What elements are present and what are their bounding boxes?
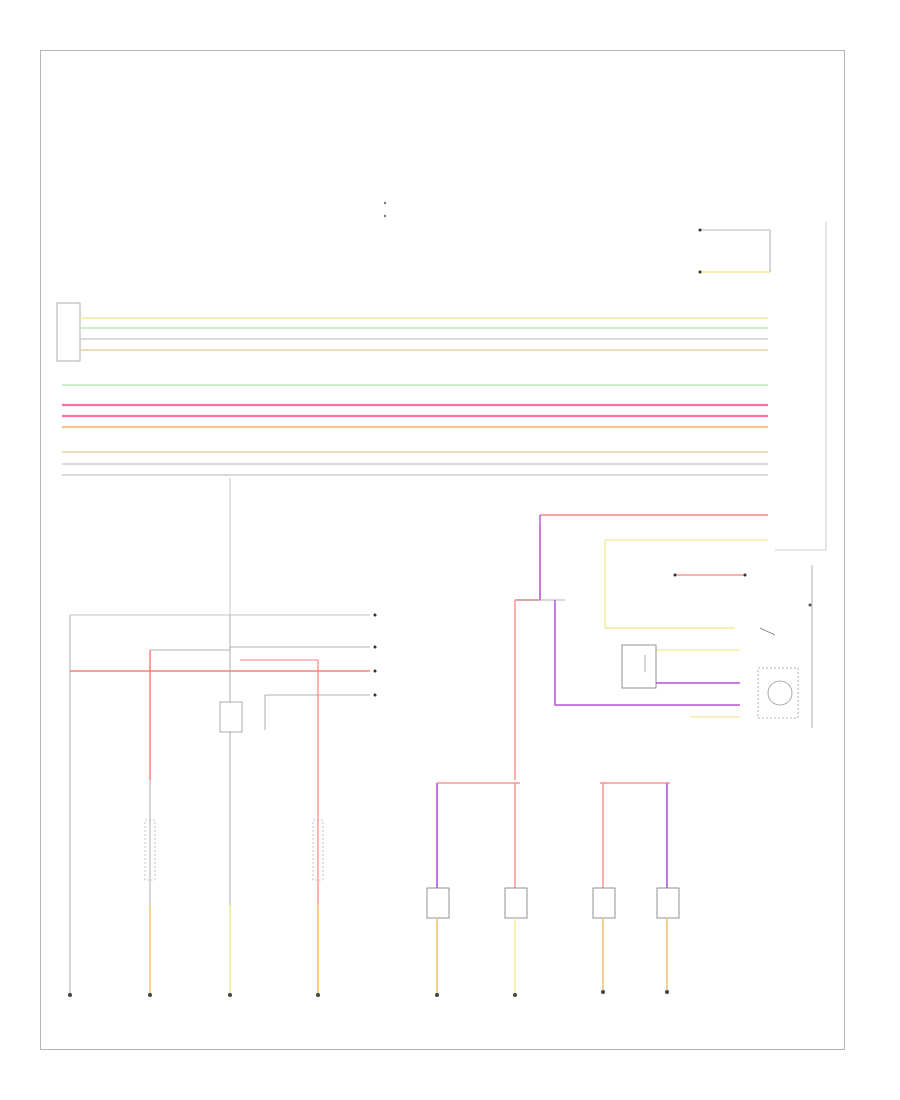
relay-box xyxy=(219,701,243,733)
lamp-2 xyxy=(504,887,528,919)
lamp-group-right xyxy=(426,782,680,997)
rear-control-module xyxy=(757,667,799,719)
connector-block-left xyxy=(56,302,81,362)
upper-right-sensor xyxy=(698,222,827,551)
lamp-dash-1 xyxy=(144,819,156,881)
legend-bullet-2 xyxy=(383,214,387,218)
lamp-dash-2 xyxy=(312,819,324,881)
lamp-4 xyxy=(656,887,680,919)
dimmer-switch xyxy=(621,644,657,689)
ground-2 xyxy=(148,993,152,997)
ground-1 xyxy=(68,993,72,997)
lamp-1 xyxy=(426,887,450,919)
main-harness xyxy=(62,317,768,476)
legend xyxy=(383,201,387,218)
lamp-3 xyxy=(592,887,616,919)
legend-bullet-1 xyxy=(383,201,387,205)
diagram-frame xyxy=(40,50,845,1050)
right-control-section xyxy=(514,514,813,780)
lower-left-circuit xyxy=(68,613,377,997)
ground-4 xyxy=(316,993,320,997)
ground-3 xyxy=(228,993,232,997)
